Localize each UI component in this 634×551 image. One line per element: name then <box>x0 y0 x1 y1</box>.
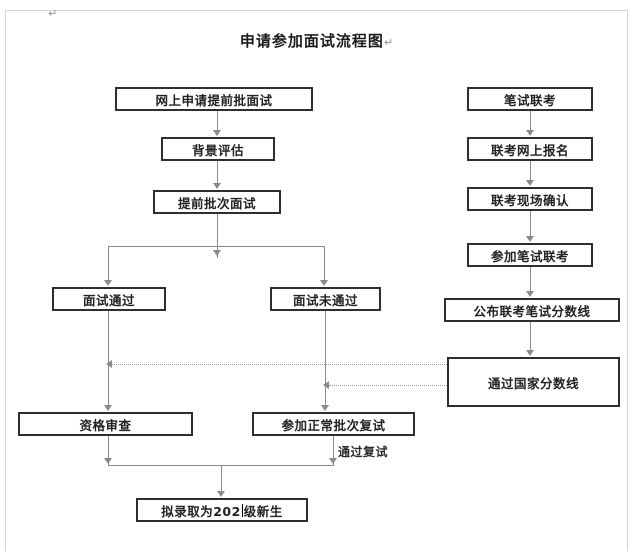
connector-merge-to-final <box>221 465 222 492</box>
connector-registration-to-confirm <box>530 161 531 181</box>
connector-fail-to-retest <box>325 311 326 405</box>
arrowhead-down-icon <box>329 458 337 464</box>
node-early-interview[interactable]: 提前批次面试 <box>153 190 281 214</box>
arrowhead-down-icon <box>526 130 534 136</box>
node-interview-fail[interactable]: 面试未通过 <box>270 287 381 311</box>
dotted-connector-national-to-interview-pass <box>112 364 447 365</box>
connector-fork-right <box>324 246 325 280</box>
arrowhead-down-icon <box>526 180 534 186</box>
node-interview-pass[interactable]: 面试通过 <box>52 287 166 311</box>
connector-review-down <box>108 436 109 465</box>
connector-publish-to-national <box>530 322 531 351</box>
arrowhead-down-icon <box>526 291 534 297</box>
edge-label-pass-retest: 通过复试 <box>338 445 389 459</box>
connector-fork-left <box>108 246 109 280</box>
connector-attend-to-publish <box>530 267 531 292</box>
dotted-connector-national-to-normal-retest <box>329 385 447 386</box>
arrowhead-down-icon <box>104 458 112 464</box>
node-written-joint-exam[interactable]: 笔试联考 <box>467 87 593 111</box>
arrowhead-down-icon <box>213 183 221 189</box>
title-paragraph-mark-icon: ↵ <box>383 36 395 49</box>
paragraph-mark-icon: ↵ <box>48 7 58 20</box>
arrowhead-down-icon <box>321 405 329 411</box>
connector-confirm-to-attend <box>530 211 531 237</box>
node-apply-online[interactable]: 网上申请提前批面试 <box>115 87 313 111</box>
page-title-text: 申请参加面试流程图 <box>239 32 384 50</box>
arrowhead-down-icon <box>104 280 112 286</box>
node-qualification-review[interactable]: 资格审查 <box>18 412 193 436</box>
arrowhead-down-icon <box>104 405 112 411</box>
connector-exam-to-registration <box>530 111 531 131</box>
page-title: 申请参加面试流程图↵ <box>0 30 634 51</box>
admitted-label-suffix: 级新生 <box>243 503 283 519</box>
connector-apply-to-eval <box>217 111 218 131</box>
node-online-registration[interactable]: 联考网上报名 <box>467 137 593 161</box>
connector-retest-down <box>333 436 334 465</box>
node-onsite-confirm[interactable]: 联考现场确认 <box>467 187 593 211</box>
node-normal-retest[interactable]: 参加正常批次复试 <box>252 412 415 436</box>
connector-early-interview-down <box>217 214 218 258</box>
connector-eval-to-early-interview <box>217 161 218 184</box>
connector-pass-to-review <box>108 311 109 405</box>
node-attend-written-exam[interactable]: 参加笔试联考 <box>467 243 593 267</box>
node-pass-national-line[interactable]: 通过国家分数线 <box>447 357 620 407</box>
arrowhead-down-icon <box>320 280 328 286</box>
admitted-label-prefix: 拟录取为202 <box>161 503 241 519</box>
arrowhead-left-icon <box>106 360 112 368</box>
text-cursor-icon <box>241 503 243 517</box>
arrowhead-down-icon <box>526 236 534 242</box>
node-background-eval[interactable]: 背景评估 <box>161 137 275 161</box>
arrowhead-down-icon <box>217 491 225 497</box>
arrowhead-down-icon <box>213 130 221 136</box>
arrowhead-left-icon <box>323 381 329 389</box>
arrowhead-down-icon <box>213 250 221 256</box>
arrowhead-down-icon <box>526 350 534 356</box>
node-publish-score-line[interactable]: 公布联考笔试分数线 <box>444 298 620 322</box>
connector-fork-horizontal <box>108 246 324 247</box>
